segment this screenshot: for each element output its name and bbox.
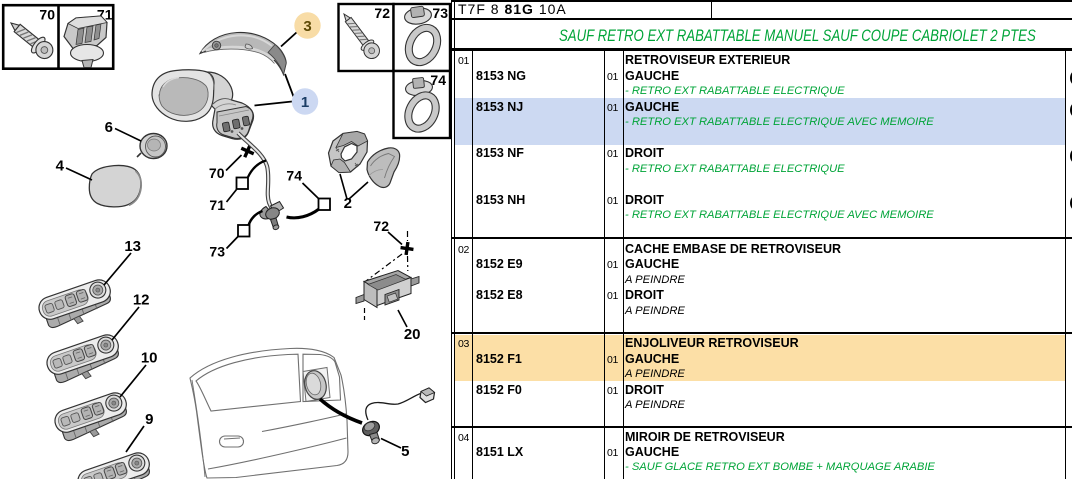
svg-text:12: 12: [133, 292, 150, 309]
svg-text:9: 9: [145, 411, 153, 428]
svg-text:13: 13: [124, 238, 141, 255]
svg-text:70: 70: [209, 165, 225, 181]
svg-text:72: 72: [374, 5, 390, 21]
svg-text:73: 73: [209, 244, 225, 260]
svg-text:4: 4: [56, 158, 65, 175]
svg-text:70: 70: [39, 7, 55, 23]
svg-text:1: 1: [301, 94, 309, 111]
svg-text:5: 5: [401, 443, 409, 460]
svg-text:74: 74: [430, 72, 446, 88]
svg-text:72: 72: [373, 218, 389, 234]
svg-text:74: 74: [286, 168, 302, 184]
svg-text:3: 3: [303, 18, 311, 35]
svg-text:10: 10: [141, 350, 158, 367]
svg-text:71: 71: [209, 197, 225, 213]
svg-text:2: 2: [344, 195, 352, 212]
svg-text:20: 20: [404, 326, 421, 343]
svg-text:73: 73: [432, 5, 448, 21]
svg-text:6: 6: [105, 119, 113, 136]
